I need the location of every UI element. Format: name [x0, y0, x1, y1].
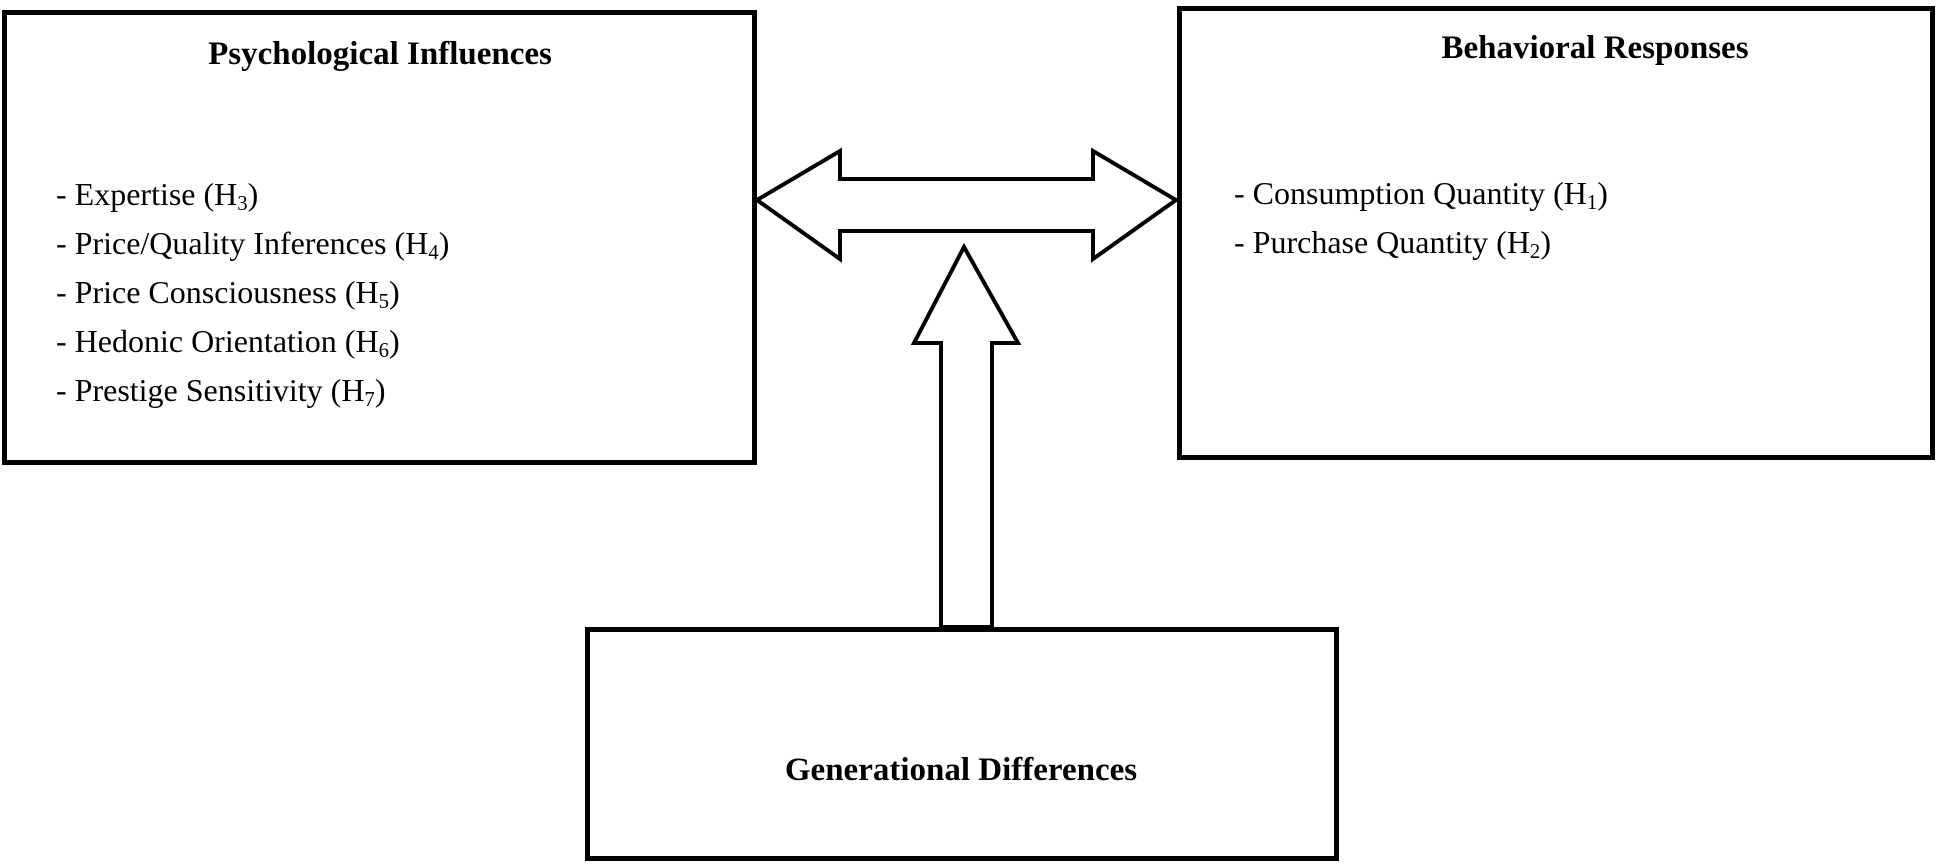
behavioral-title: Behavioral Responses: [1441, 30, 1749, 66]
list-item: - Price Consciousness (H5): [56, 274, 400, 314]
list-item: - Price/Quality Inferences (H4): [56, 225, 450, 265]
list-item: - Consumption Quantity (H1): [1234, 175, 1608, 215]
behavioral-responses-box: [1177, 6, 1935, 460]
list-item: - Expertise (H3): [56, 176, 259, 216]
generational-differences-box: [585, 627, 1339, 861]
generational-title: Generational Differences: [784, 752, 1138, 788]
list-item: - Purchase Quantity (H2): [1234, 224, 1551, 264]
list-item: - Prestige Sensitivity (H7): [56, 372, 386, 412]
list-item: - Hedonic Orientation (H6): [56, 323, 400, 363]
double-arrow: [753, 147, 1180, 263]
up-arrow: [910, 242, 1022, 629]
psychological-influences-box: [2, 10, 757, 465]
psychological-title: Psychological Influences: [208, 36, 552, 72]
